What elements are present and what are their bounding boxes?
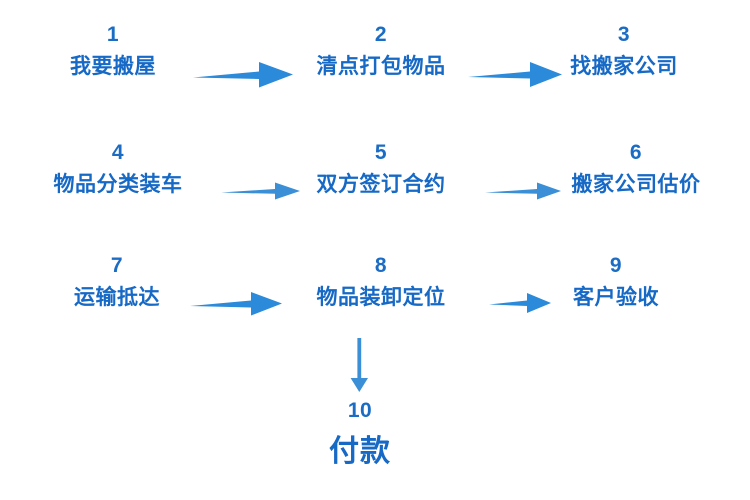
flow-step-5[interactable]: 5 双方签订合约 <box>316 141 446 199</box>
step-number-7: 7 <box>110 254 124 277</box>
step-label-3: 找搬家公司 <box>570 55 678 79</box>
arrow-step-1-to-step-2 <box>193 60 293 90</box>
step-number-9: 9 <box>609 254 623 277</box>
step-label-6: 搬家公司估价 <box>571 173 701 197</box>
step-number-2: 2 <box>374 23 388 46</box>
flow-step-8[interactable]: 8 物品装卸定位 <box>316 254 446 312</box>
step-label-4: 物品分类装车 <box>53 173 183 197</box>
arrow-step-4-to-step-5 <box>221 180 300 202</box>
flow-step-10[interactable]: 10 付款 <box>329 399 391 473</box>
step-number-6: 6 <box>629 141 643 164</box>
step-number-3: 3 <box>617 23 631 46</box>
flow-step-9[interactable]: 9 客户验收 <box>573 254 659 312</box>
flow-step-7[interactable]: 7 运输抵达 <box>74 254 160 312</box>
arrow-step-8-to-step-10 <box>350 338 370 392</box>
arrow-step-2-to-step-3 <box>468 60 562 90</box>
flow-step-1[interactable]: 1 我要搬屋 <box>70 23 156 81</box>
step-number-1: 1 <box>106 23 120 46</box>
step-number-5: 5 <box>374 141 388 164</box>
arrow-step-5-to-step-6 <box>485 180 561 202</box>
arrow-step-8-to-step-9 <box>489 291 551 315</box>
flow-step-2[interactable]: 2 清点打包物品 <box>316 23 446 81</box>
step-number-8: 8 <box>374 254 388 277</box>
step-label-10: 付款 <box>329 435 391 469</box>
step-label-8: 物品装卸定位 <box>316 286 446 310</box>
step-label-7: 运输抵达 <box>74 286 160 310</box>
flow-step-3[interactable]: 3 找搬家公司 <box>570 23 678 81</box>
flow-step-6[interactable]: 6 搬家公司估价 <box>571 141 701 199</box>
step-number-4: 4 <box>111 141 125 164</box>
step-label-9: 客户验收 <box>573 286 659 310</box>
flow-step-4[interactable]: 4 物品分类装车 <box>53 141 183 199</box>
step-number-10: 10 <box>347 399 373 422</box>
step-label-1: 我要搬屋 <box>70 55 156 79</box>
step-label-5: 双方签订合约 <box>316 173 446 197</box>
step-label-2: 清点打包物品 <box>316 55 446 79</box>
arrow-step-7-to-step-8 <box>190 290 282 318</box>
